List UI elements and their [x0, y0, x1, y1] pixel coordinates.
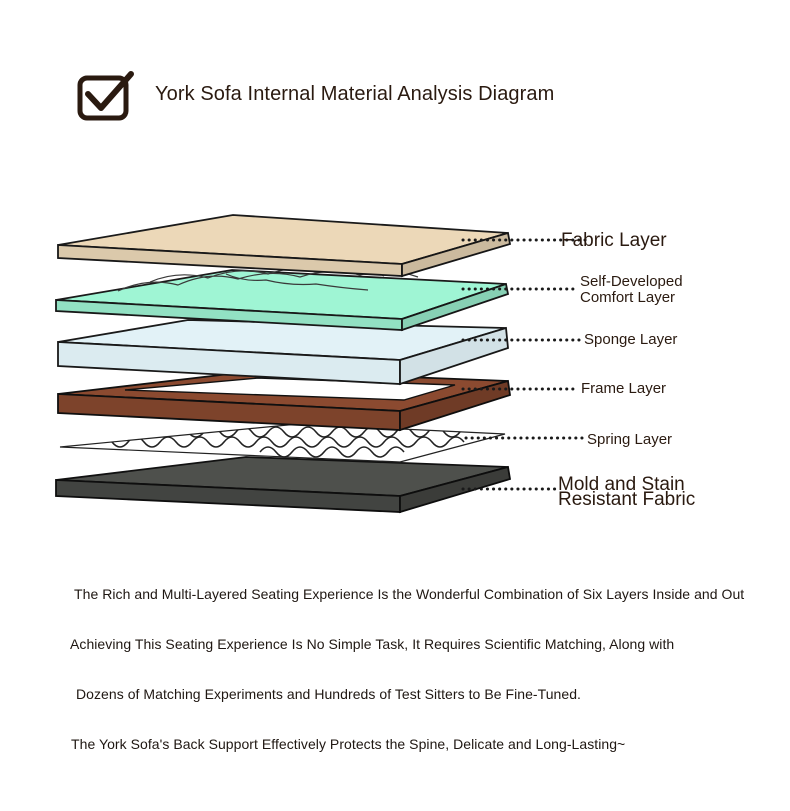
description-line-3: Dozens of Matching Experiments and Hundr… [76, 686, 581, 702]
mold-layer-edge [399, 465, 512, 514]
description-line-4: The York Sofa's Back Support Effectively… [71, 736, 626, 752]
frame-layer [57, 370, 511, 432]
check-box-icon [77, 71, 134, 121]
description-line-2: Achieving This Seating Experience Is No … [70, 636, 675, 652]
layer-diagram: Fabric Layer Self-Developed Comfort Laye… [0, 200, 790, 530]
label-mold-layer-line1: Mold and Stain [558, 474, 685, 495]
label-mold-layer-line2: Resistant Fabric [558, 489, 696, 510]
mold-layer [55, 456, 512, 514]
label-frame-layer: Frame Layer [581, 380, 667, 397]
fabric-layer [57, 214, 512, 278]
label-fabric-layer: Fabric Layer [561, 230, 667, 251]
leader-lines [461, 238, 592, 491]
label-sponge-layer: Sponge Layer [584, 331, 678, 348]
comfort-layer [55, 267, 510, 332]
page-title: York Sofa Internal Material Analysis Dia… [155, 83, 555, 105]
comfort-layer-edge [401, 282, 510, 332]
frame-layer-edge [399, 379, 511, 432]
layer-stack [55, 214, 592, 514]
sponge-layer-edge [399, 326, 509, 386]
description-line-1: The Rich and Multi-Layered Seating Exper… [74, 586, 745, 602]
frame-layer-opening [124, 377, 456, 401]
spring-layer [59, 423, 506, 463]
fabric-layer-edge [401, 231, 512, 278]
sponge-layer [57, 319, 509, 386]
label-comfort-layer-line2: Comfort Layer [580, 289, 676, 306]
label-spring-layer: Spring Layer [587, 431, 673, 448]
label-comfort-layer-line1: Self-Developed [580, 273, 683, 290]
